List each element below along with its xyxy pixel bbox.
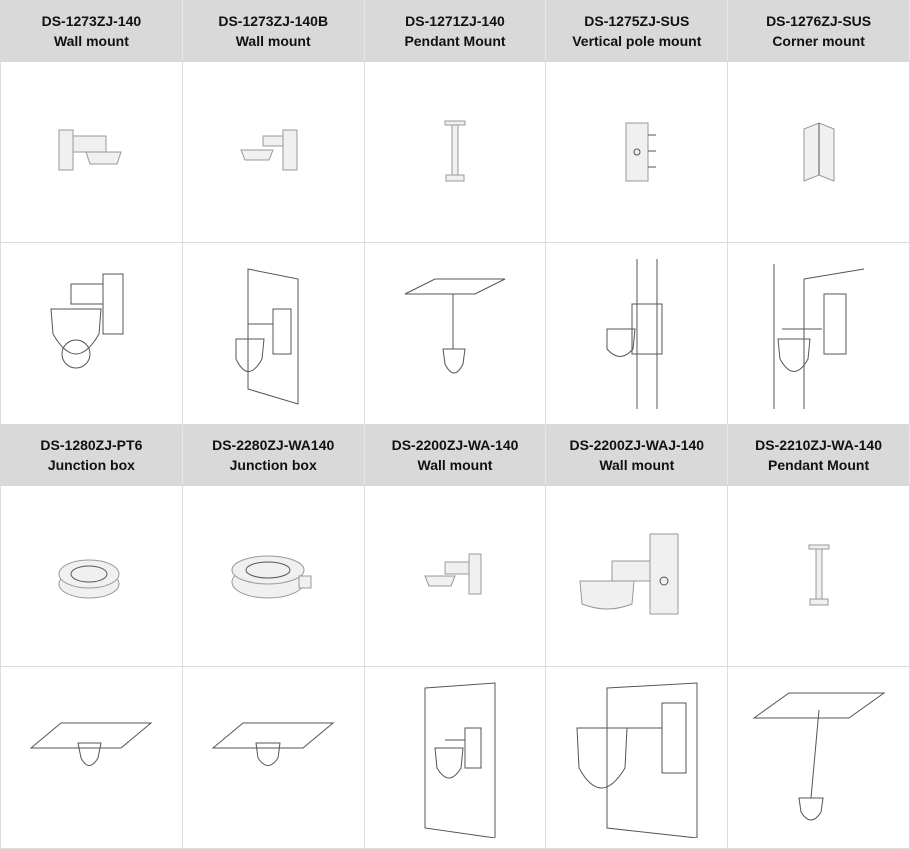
installation-image-row bbox=[0, 242, 910, 425]
wall-mount-image bbox=[424, 553, 482, 595]
model-name: DS-2200ZJ-WA-140 bbox=[391, 437, 519, 453]
mount-type: Wall mount bbox=[599, 457, 675, 473]
model-name: DS-2210ZJ-WA-140 bbox=[755, 437, 882, 453]
installation-image-row bbox=[0, 666, 910, 849]
product-image-row bbox=[0, 61, 910, 243]
mount-type: Wall mount bbox=[53, 33, 129, 49]
junction-box-installation-image bbox=[30, 722, 153, 766]
mount-type: Corner mount bbox=[772, 33, 865, 49]
mount-type: Pendant Mount bbox=[768, 457, 870, 473]
mount-type: Vertical pole mount bbox=[572, 33, 702, 49]
wall-mount-installation-image bbox=[576, 681, 698, 838]
model-name: DS-1280ZJ-PT6 bbox=[40, 437, 143, 453]
wall-mount-image bbox=[240, 129, 298, 171]
model-name: DS-1273ZJ-140B bbox=[218, 13, 329, 29]
mount-type: Junction box bbox=[229, 457, 317, 473]
junction-box-image bbox=[58, 559, 120, 599]
header-cell: DS-1273ZJ-140B Wall mount bbox=[181, 0, 365, 62]
mount-type: Wall mount bbox=[417, 457, 493, 473]
header-cell: DS-1275ZJ-SUS Vertical pole mount bbox=[545, 0, 729, 62]
wall-mount-installation-image bbox=[50, 273, 124, 368]
product-image-row bbox=[0, 485, 910, 667]
corner-mount-installation-image bbox=[773, 263, 864, 409]
junction-box-installation-image bbox=[211, 722, 335, 766]
pole-mount-installation-image bbox=[606, 258, 663, 409]
mount-type: Junction box bbox=[47, 457, 135, 473]
pole-mount-image bbox=[625, 122, 656, 182]
pendant-mount-image bbox=[444, 120, 466, 182]
wall-mount-installation-image bbox=[424, 681, 496, 838]
pendant-mount-installation-image bbox=[404, 278, 506, 373]
model-name: DS-1273ZJ-140 bbox=[41, 13, 142, 29]
pendant-mount-installation-image bbox=[752, 692, 886, 820]
model-name: DS-1276ZJ-SUS bbox=[766, 13, 872, 29]
wall-mount-image bbox=[579, 533, 679, 615]
header-cell: DS-1276ZJ-SUS Corner mount bbox=[727, 0, 910, 62]
mount-type: Wall mount bbox=[235, 33, 311, 49]
pendant-mount-image bbox=[808, 544, 830, 606]
wall-mount-installation-image bbox=[235, 267, 299, 405]
mount-type: Pendant Mount bbox=[404, 33, 506, 49]
wall-mount-image bbox=[58, 129, 123, 171]
model-name: DS-2280ZJ-WA140 bbox=[212, 437, 335, 453]
corner-mount-image bbox=[803, 122, 835, 182]
junction-box-image bbox=[231, 555, 312, 599]
model-name: DS-1271ZJ-140 bbox=[405, 13, 505, 29]
model-name: DS-2200ZJ-WAJ-140 bbox=[569, 437, 705, 453]
model-name: DS-1275ZJ-SUS bbox=[584, 13, 690, 29]
